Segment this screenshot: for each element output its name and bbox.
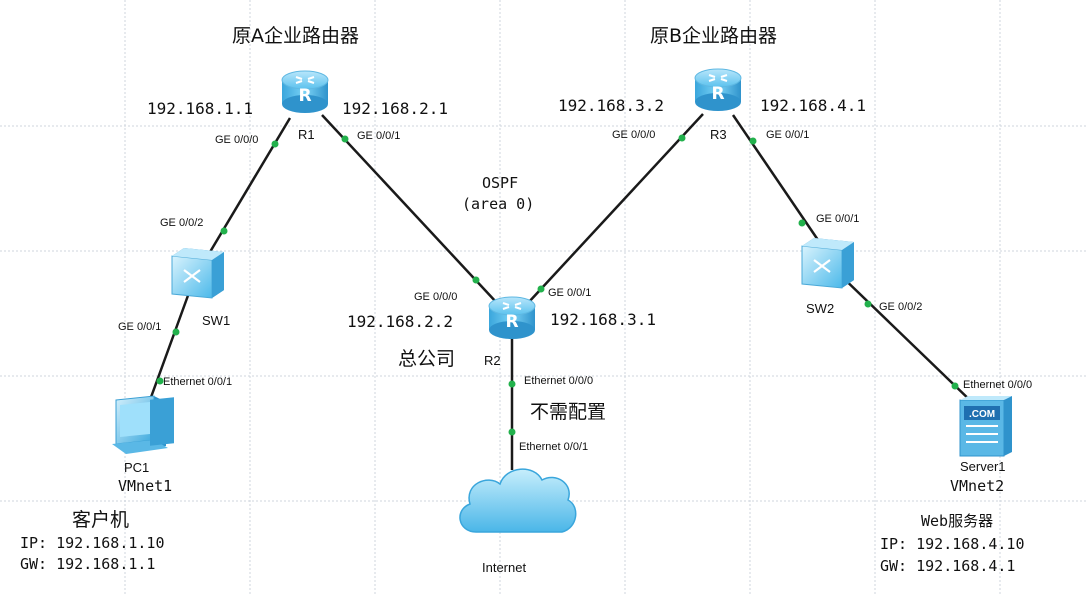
router-icon [694,68,742,112]
link-r1-r2[interactable] [321,114,498,304]
cloud-icon [459,468,577,533]
ip-r3-right: 192.168.4.1 [760,96,866,115]
port-dot [864,300,872,308]
device-label-r3: R3 [710,127,727,142]
pc-pc1[interactable] [112,395,174,454]
ip-r2-left: 192.168.2.2 [347,312,453,331]
router-b-title: 原B企业路由器 [650,25,777,47]
ip-r1-left: 192.168.1.1 [147,99,253,118]
switch-icon [171,248,224,299]
port-label-sw2-ge002: GE 0/0/2 [879,301,922,313]
port-label-sw2-ge001: GE 0/0/1 [816,213,859,225]
router-r2[interactable] [488,296,536,340]
port-label-sw1-ge002: GE 0/0/2 [160,217,203,229]
port-label-r2-ge001: GE 0/0/1 [548,287,591,299]
switch-sw2[interactable] [801,238,854,289]
vmnet-left-label: VMnet1 [118,477,172,495]
device-label-internet: Internet [482,560,526,575]
ip-r3-left: 192.168.3.2 [558,96,664,115]
port-label-r1-ge000: GE 0/0/0 [215,134,258,146]
port-label-pc1-eth: Ethernet 0/0/1 [163,376,232,388]
ip-r1-right: 192.168.2.1 [342,99,448,118]
port-dot [508,380,516,388]
router-icon [281,70,329,114]
port-dot [472,276,480,284]
device-label-pc1: PC1 [124,460,149,475]
port-dot [172,328,180,336]
port-label-r3-ge001: GE 0/0/1 [766,129,809,141]
port-dot [749,137,757,145]
port-dot [508,428,516,436]
device-label-server1: Server1 [960,459,1006,474]
port-label-cloud-eth001: Ethernet 0/0/1 [519,441,588,453]
client-heading: 客户机 [72,509,129,531]
vmnet-right-label: VMnet2 [950,477,1004,495]
device-label-sw1: SW1 [202,313,230,328]
server-server1[interactable]: .COM [959,396,1012,457]
links [148,113,976,470]
no-config-label: 不需配置 [530,401,606,423]
router-r3[interactable] [694,68,742,112]
port-label-r1-ge001: GE 0/0/1 [357,130,400,142]
switch-icon [801,238,854,289]
port-label-sw1-ge001: GE 0/0/1 [118,321,161,333]
link-sw2-server[interactable] [834,269,976,406]
port-dot [798,219,806,227]
client-ip: IP: 192.168.1.10 [20,534,165,552]
web-ip: IP: 192.168.4.10 [880,535,1025,553]
router-a-title: 原A企业路由器 [232,25,359,47]
server-badge: .COM [969,409,995,420]
web-gw: GW: 192.168.4.1 [880,557,1015,575]
router-icon [488,296,536,340]
link-r2-r3[interactable] [527,113,704,304]
cloud-internet[interactable] [459,468,577,533]
device-label-sw2: SW2 [806,301,834,316]
link-r3-sw2[interactable] [731,114,820,241]
port-dot [678,134,686,142]
ip-r2-right: 192.168.3.1 [550,310,656,329]
web-heading: Web服务器 [921,512,993,530]
port-label-r3-ge000: GE 0/0/0 [612,129,655,141]
port-label-r2-eth000: Ethernet 0/0/0 [524,375,593,387]
ospf-label: OSPF [482,174,518,192]
port-dot [220,227,228,235]
pc-icon [112,395,174,454]
device-label-r1: R1 [298,127,315,142]
client-gw: GW: 192.168.1.1 [20,555,155,573]
router-r1[interactable] [281,70,329,114]
switch-sw1[interactable] [171,248,224,299]
port-dot [951,382,959,390]
server-icon: .COM [959,396,1012,457]
port-label-r2-ge000: GE 0/0/0 [414,291,457,303]
ospf-area-label: (area 0) [462,195,534,213]
port-dot [156,377,164,385]
hq-title: 总公司 [398,348,455,370]
port-dot [341,135,349,143]
port-dot [537,285,545,293]
port-dot [271,140,279,148]
port-dots [156,134,959,436]
port-label-server-eth: Ethernet 0/0/0 [963,379,1032,391]
device-label-r2: R2 [484,353,501,368]
